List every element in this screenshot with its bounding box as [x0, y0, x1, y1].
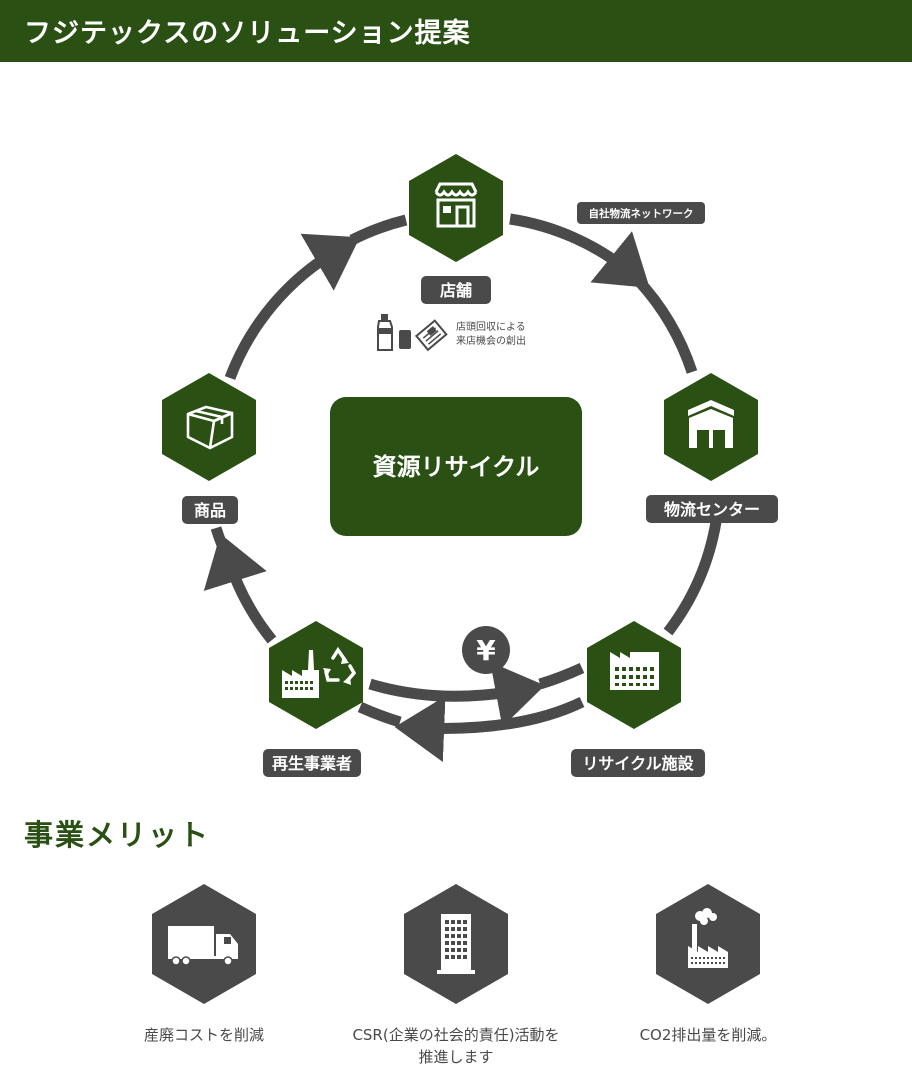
merit-hex-co2: [656, 884, 760, 1004]
arc-logistics-to-facility: [663, 521, 722, 636]
node-label-recycler: 再生事業者: [272, 754, 352, 773]
node-recycler: [269, 621, 363, 729]
node-label-product: 商品: [194, 501, 226, 520]
node-store: [409, 154, 503, 262]
node-logistics: [664, 373, 758, 481]
merit-caption-csr-line: CSR(企業の社会的責任)活動を: [352, 1026, 560, 1044]
arc-store-to-logistics-tail: [631, 274, 698, 374]
bottle-icon: [377, 314, 393, 351]
arc-recycler-to-product: [203, 533, 277, 644]
merit-hex-cost: [152, 884, 256, 1004]
newspaper-icon: [414, 319, 448, 352]
store-note: 店頭回収による 来店機会の創出: [456, 321, 526, 349]
arc-recycler-to-product-tail: [210, 526, 228, 548]
merit-caption-csr: CSR(企業の社会的責任)活動を 推進します: [316, 1024, 596, 1068]
node-label-store: 店舗: [440, 281, 472, 300]
merit-caption-co2: CO2排出量を削減。: [639, 1026, 777, 1044]
node-label-logistics: 物流センター: [664, 500, 760, 519]
node-logistics-badge: 物流センター: [646, 495, 778, 523]
yen-symbol: ¥: [476, 634, 496, 667]
arc-product-to-store-tail: [349, 214, 408, 245]
factory-icon: [610, 652, 659, 690]
node-product-badge: 商品: [182, 496, 238, 524]
center-box: 資源リサイクル: [330, 397, 582, 536]
merit-icons: [152, 884, 760, 1004]
arc-product-to-store: [224, 233, 360, 380]
store-note-line: 店頭回収による: [456, 322, 526, 333]
yen-badge: ¥: [462, 626, 510, 674]
arrow-recycler-to-facility-tail: [538, 662, 585, 690]
merits-heading: 事業メリット: [24, 818, 211, 852]
arrow-recycler-to-facility: [368, 662, 545, 727]
can-icon: [399, 330, 411, 349]
node-recycle-facility: [587, 621, 681, 729]
center-label: 資源リサイクル: [373, 453, 540, 481]
page-title: フジテックスのソリューション提案: [24, 18, 471, 49]
truck-icon: [168, 926, 238, 966]
box-icon: [186, 405, 234, 450]
network-label: 自社物流ネットワーク: [589, 207, 694, 220]
recycling-factory-icon: [282, 646, 357, 698]
merit-caption-csr-line: 推進します: [418, 1048, 494, 1066]
arrow-facility-to-recycler: [394, 695, 585, 762]
arrow-facility-to-recycler-tail: [357, 701, 402, 728]
merit-hex-csr: [404, 884, 508, 1004]
node-store-badge: 店舗: [421, 276, 491, 304]
warehouse-icon: [688, 400, 734, 448]
node-recycle-facility-badge: リサイクル施設: [571, 749, 705, 777]
recycling-cycle-diagram: 自社物流ネットワーク 店舗: [162, 154, 778, 777]
building-icon: [437, 914, 475, 974]
store-icon: [434, 182, 478, 228]
merit-caption-cost: 産廃コストを削減: [143, 1026, 264, 1044]
node-product: [162, 373, 256, 481]
node-label-recycle-facility: リサイクル施設: [582, 754, 694, 773]
header-bar: フジテックスのソリューション提案: [0, 0, 912, 62]
store-note-line: 来店機会の創出: [456, 336, 526, 347]
node-recycler-badge: 再生事業者: [263, 749, 361, 777]
network-badge: 自社物流ネットワーク: [577, 202, 705, 224]
arc-store-to-logistics: [509, 213, 650, 288]
smokestack-factory-icon: [688, 908, 728, 968]
